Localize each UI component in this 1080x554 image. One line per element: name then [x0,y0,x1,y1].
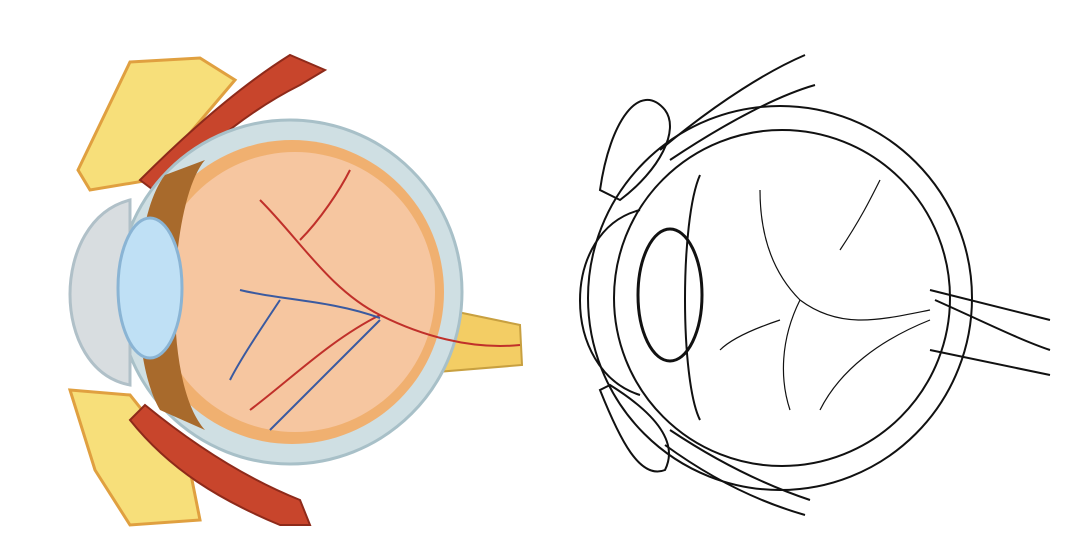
blood-vessels [229,169,521,431]
cornea-outline [579,209,641,396]
lens-outline [636,227,704,363]
lower-fat-pad [67,388,202,527]
optic-nerve-outline [929,289,1051,376]
sclera-outline [587,105,973,491]
cornea [68,198,132,387]
retina [155,152,435,432]
lower-fat-pad-outline [598,383,670,473]
upper-fat-pad-outline [598,98,671,202]
upper-muscle-outline [659,54,816,161]
colored-eye-diagram [67,53,524,527]
lens [116,216,184,360]
retina-outline [613,129,951,467]
lower-muscle-outline [664,429,811,516]
vessel-lines [719,179,931,411]
ciliary-body-outline [684,174,701,421]
lower-muscle [128,403,312,526]
line-art-eye-diagram [579,54,1051,516]
